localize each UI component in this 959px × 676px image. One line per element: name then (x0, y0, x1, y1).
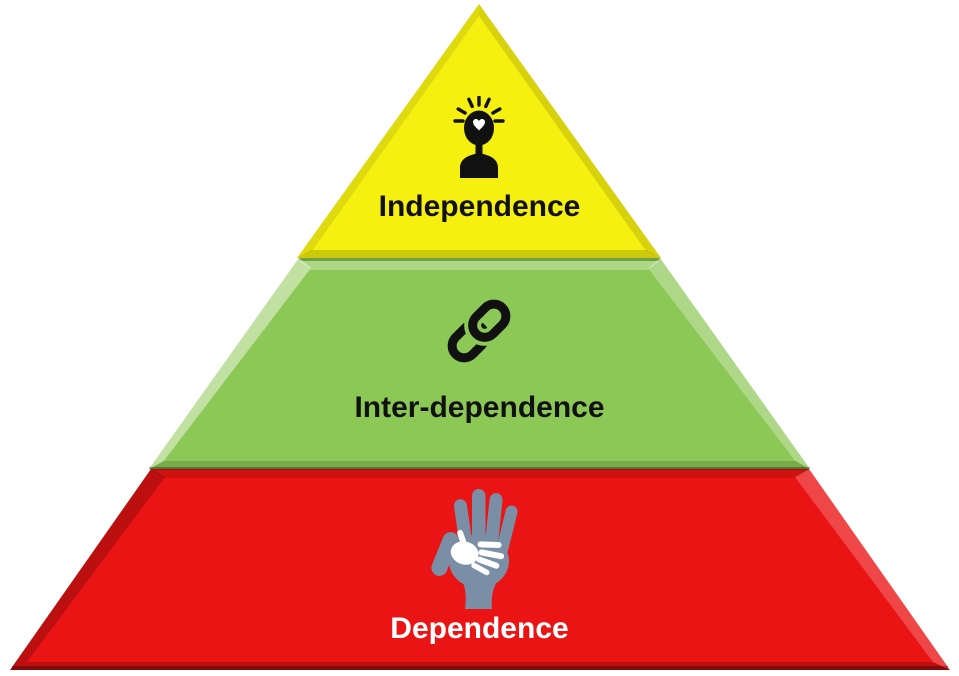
pyramid-level-interdependence-shape (149, 258, 810, 469)
helping-hands-icon (431, 489, 518, 609)
light-rays-icon (453, 96, 505, 123)
small-hand (450, 529, 505, 576)
chain-link-icon (447, 295, 515, 363)
bevel-shading (10, 4, 950, 670)
heart-icon (473, 119, 485, 131)
enlightened-person-icon (453, 96, 505, 178)
person-shoulders (460, 145, 498, 178)
